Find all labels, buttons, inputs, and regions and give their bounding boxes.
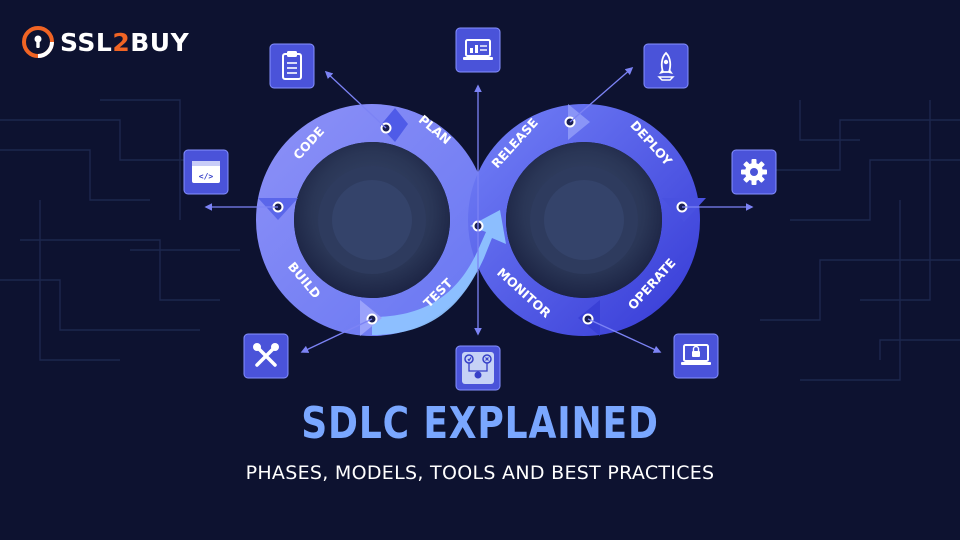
brand-name: SSL2BUY <box>60 28 189 57</box>
gear-icon <box>731 149 777 195</box>
brand-logo: SSL2BUY <box>22 26 189 58</box>
code-window-icon: </> <box>183 149 229 195</box>
plan-arrow-chevron <box>380 108 408 142</box>
brand-name-part3: BUY <box>130 27 190 57</box>
rocket-icon <box>643 43 689 89</box>
page-subtitle: PHASES, MODELS, TOOLS AND BEST PRACTICES <box>245 462 715 484</box>
brand-name-part1: SSL <box>60 27 113 57</box>
analytics-laptop-icon <box>455 27 501 73</box>
monitor-lock-icon <box>673 333 719 379</box>
tools-icon <box>243 333 289 379</box>
test-flow-icon <box>455 345 501 391</box>
circuit-background <box>0 99 960 381</box>
release-arrow-chevron <box>568 104 590 140</box>
svg-text:</>: </> <box>199 172 214 181</box>
lock-keyhole-icon <box>22 26 54 58</box>
brand-name-accent: 2 <box>112 27 131 57</box>
clipboard-icon <box>269 43 315 89</box>
test-arrow <box>372 210 506 335</box>
connectors <box>204 66 754 353</box>
page-title: SDLC EXPLAINED <box>301 398 659 449</box>
